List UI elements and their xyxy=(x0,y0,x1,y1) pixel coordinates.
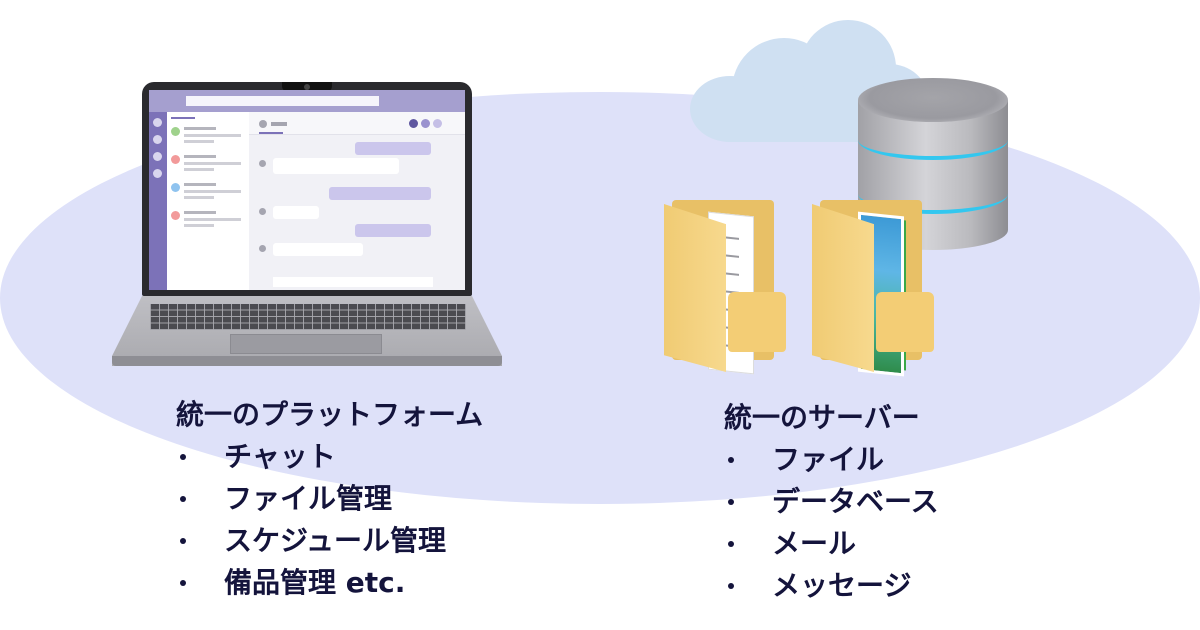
chat-bubble-received xyxy=(273,158,399,174)
avatar xyxy=(259,120,267,128)
server-item: メッセージ xyxy=(724,565,939,607)
webcam xyxy=(282,82,332,92)
app-search-bar xyxy=(186,96,379,106)
header-dot xyxy=(409,119,418,128)
laptop-screen xyxy=(149,90,465,290)
database-ring xyxy=(858,190,1008,214)
avatar xyxy=(171,155,180,164)
rail-dot xyxy=(153,169,162,178)
chat-bubble-sent xyxy=(355,142,431,155)
list-item xyxy=(171,154,247,176)
platform-block: 統一のプラットフォーム チャット ファイル管理 スケジュール管理 備品管理 et… xyxy=(176,394,483,604)
chat-header xyxy=(249,112,465,135)
chat-bubble-sent xyxy=(329,187,431,200)
rail-dot xyxy=(153,135,162,144)
avatar xyxy=(171,183,180,192)
platform-item: スケジュール管理 xyxy=(176,520,483,562)
laptop-base-edge xyxy=(112,356,502,366)
header-dot xyxy=(433,119,442,128)
laptop-screen-frame xyxy=(142,82,472,296)
server-item: ファイル xyxy=(724,439,939,481)
chat-bubble-sent xyxy=(355,224,431,237)
chat-bubble-received xyxy=(273,206,319,219)
app-chat-pane xyxy=(249,112,465,290)
chat-bubble-received xyxy=(273,243,363,256)
platform-title: 統一のプラットフォーム xyxy=(176,398,484,431)
header-dot xyxy=(421,119,430,128)
server-item: メール xyxy=(724,523,939,565)
platform-item: ファイル管理 xyxy=(176,478,483,520)
app-left-rail xyxy=(149,112,167,290)
touchpad xyxy=(230,334,382,354)
database-icon xyxy=(858,78,1008,260)
app-conversation-list xyxy=(167,112,249,290)
platform-item: チャット xyxy=(176,436,483,478)
server-list: ファイル データベース メール メッセージ xyxy=(724,439,939,607)
app-topbar xyxy=(149,90,465,112)
rail-dot xyxy=(153,152,162,161)
server-title: 統一のサーバー xyxy=(724,401,920,434)
database-ring xyxy=(858,136,1008,160)
list-item xyxy=(171,126,247,148)
database-top xyxy=(858,78,1008,122)
laptop-icon xyxy=(112,82,502,367)
list-tab-indicator xyxy=(171,117,195,119)
keyboard xyxy=(150,304,466,330)
platform-list: チャット ファイル管理 スケジュール管理 備品管理 etc. xyxy=(176,436,483,604)
list-item xyxy=(171,182,247,204)
photo-folder-icon xyxy=(812,200,934,380)
avatar xyxy=(171,211,180,220)
server-item: データベース xyxy=(724,481,939,523)
list-item xyxy=(171,210,247,232)
server-block: 統一のサーバー ファイル データベース メール メッセージ xyxy=(724,397,939,607)
rail-dot xyxy=(153,118,162,127)
avatar xyxy=(171,127,180,136)
document-folder-icon xyxy=(664,200,786,380)
chat-compose-box xyxy=(273,277,433,287)
platform-item: 備品管理 etc. xyxy=(176,562,483,604)
